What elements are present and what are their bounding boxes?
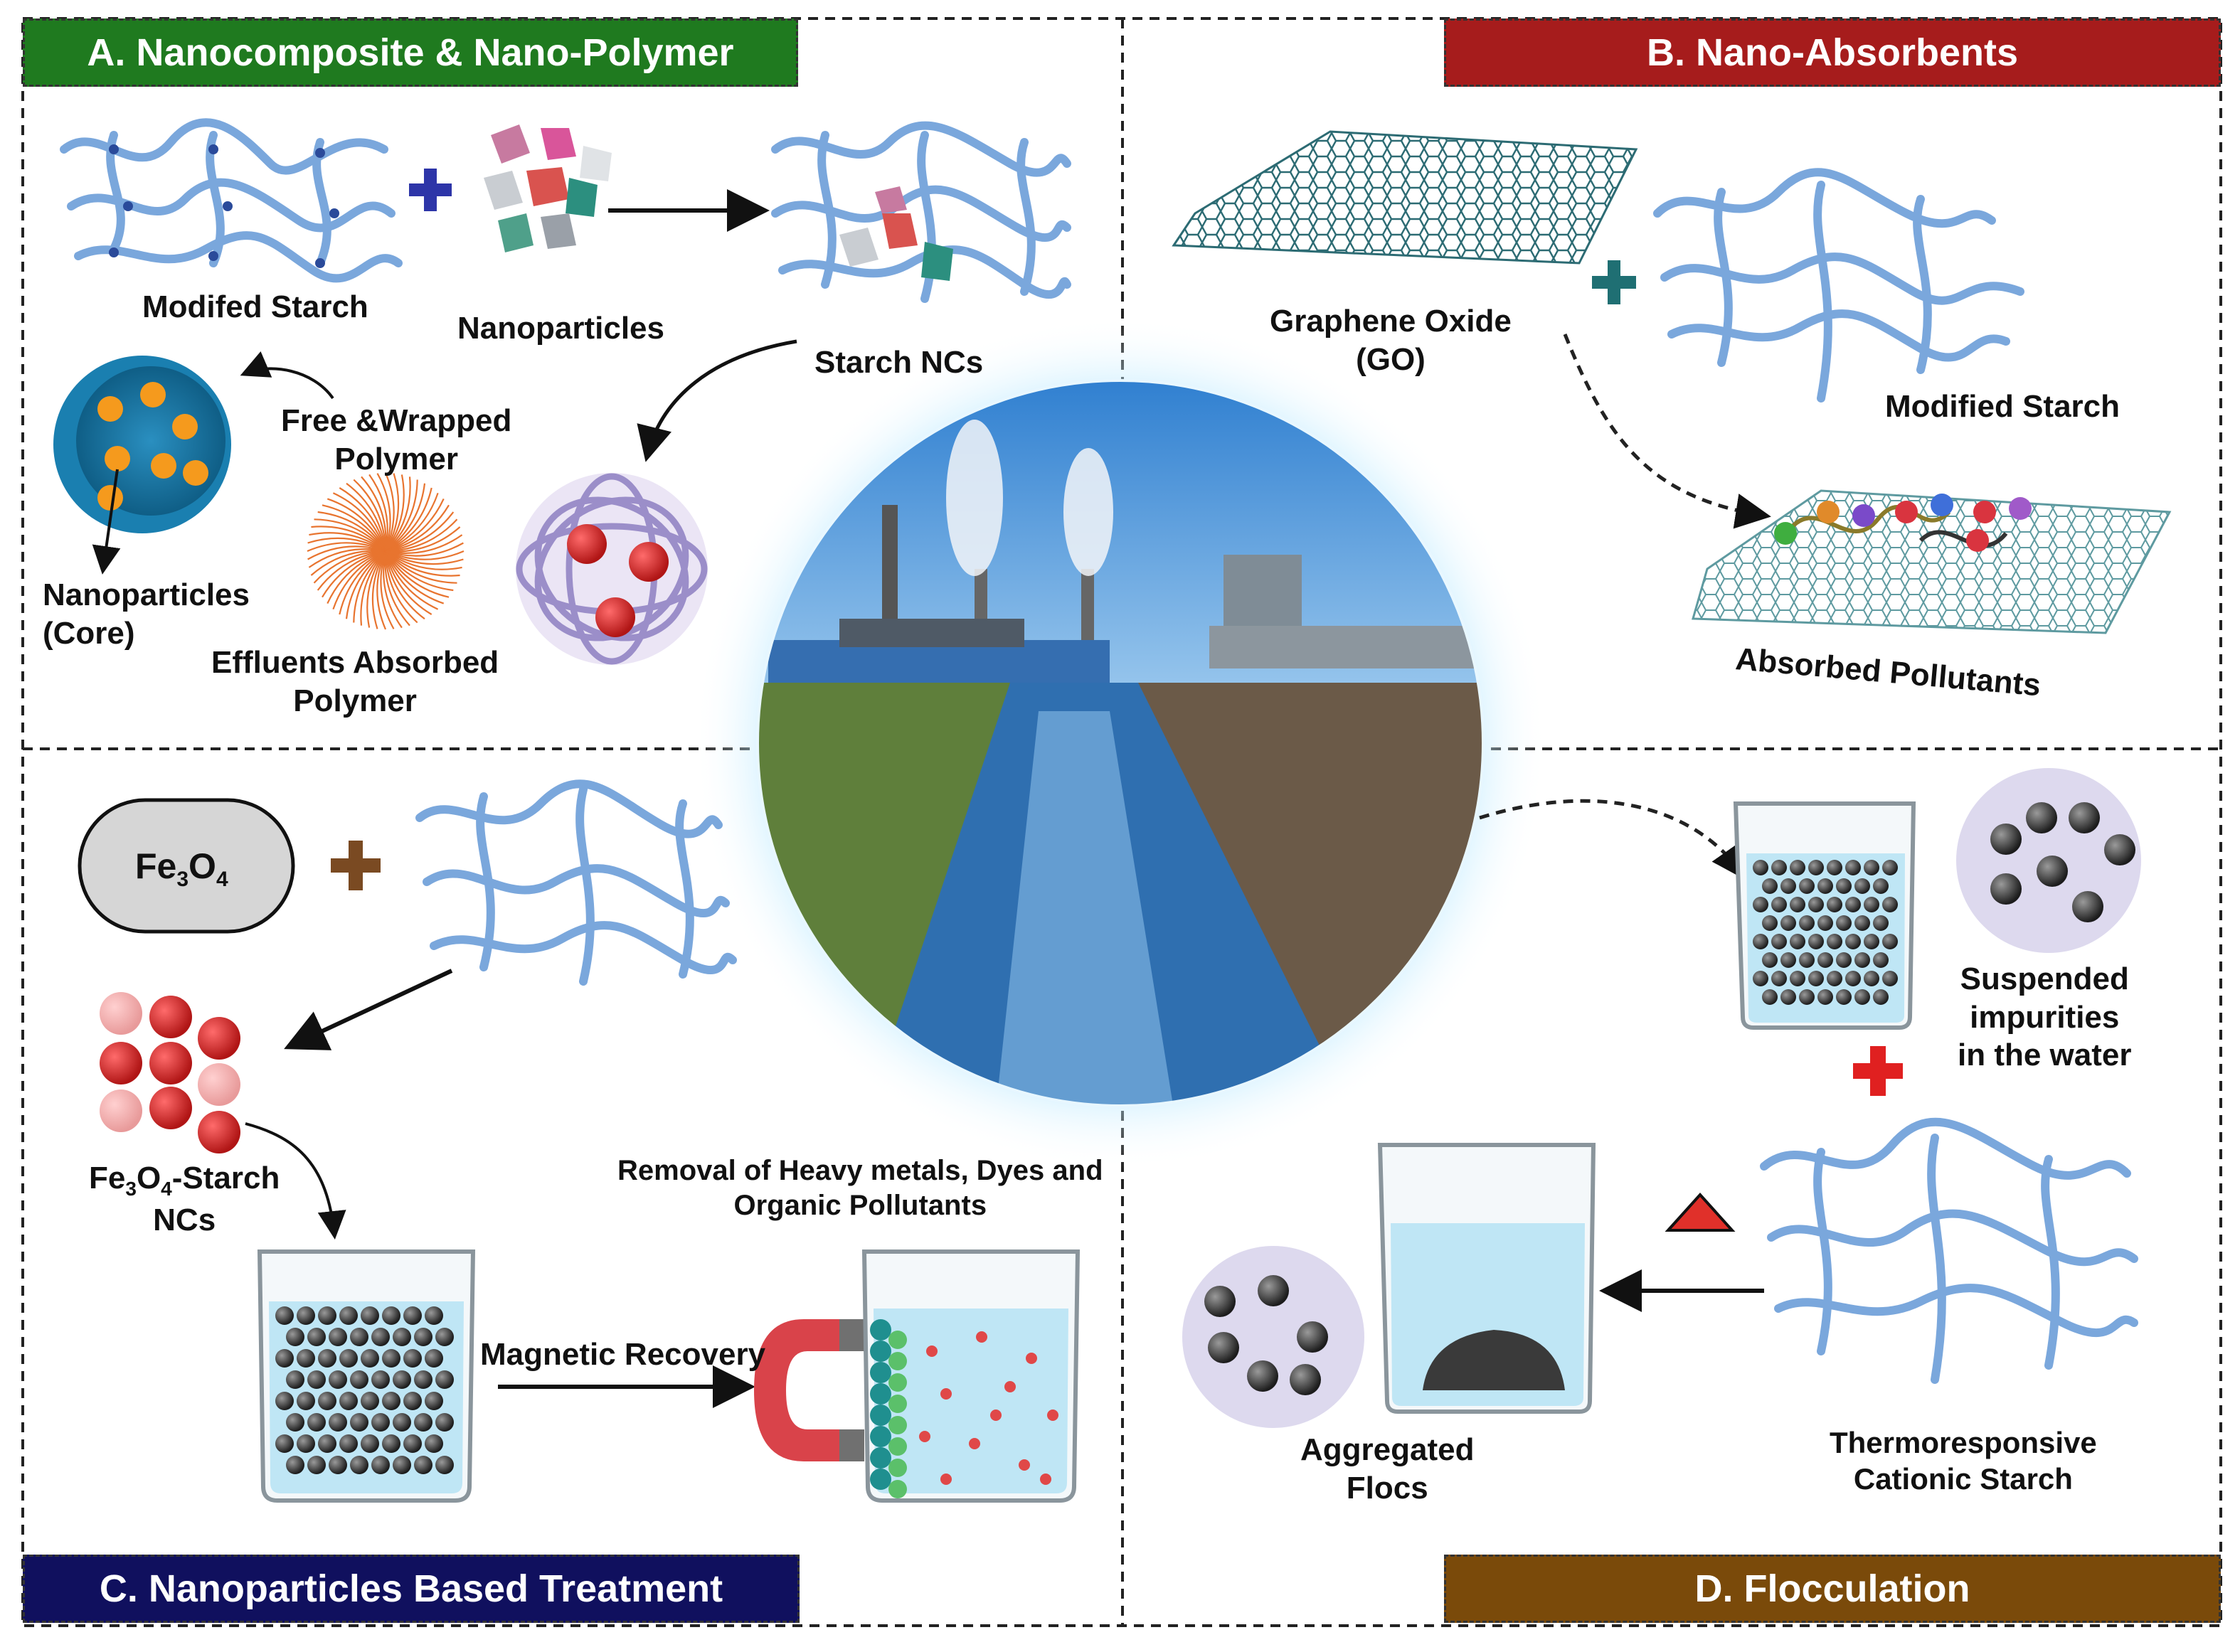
- arrow-icon: [92, 469, 121, 575]
- polymer-network-icon: [415, 779, 737, 986]
- label-ncs-line2: NCs: [153, 1202, 216, 1237]
- panel-a-artwork: [53, 118, 1071, 665]
- label-graphene-oxide: Graphene Oxide (GO): [1270, 302, 1512, 378]
- label-modified-starch-b: Modified Starch: [1885, 389, 2120, 424]
- label-aggregated-line2: Flocs: [1346, 1470, 1428, 1506]
- label-fe3o4: Fe3O4: [135, 845, 228, 893]
- arrow-icon: [637, 339, 797, 462]
- ncs-fe: Fe: [89, 1161, 126, 1195]
- label-thermo-line1: Thermoresponsive: [1830, 1426, 2097, 1459]
- fe3o4-pill: [78, 798, 295, 934]
- fe3o4-sub2: 4: [216, 868, 228, 891]
- fe3o4-o: O: [189, 846, 216, 886]
- label-free-wrapped-line1: Free &Wrapped: [281, 403, 512, 438]
- magnet-icon: [754, 1319, 864, 1461]
- label-magnetic-recovery: Magnetic Recovery: [480, 1337, 766, 1372]
- label-nanoparticles: Nanoparticles: [457, 311, 664, 346]
- panel-b-artwork: [1172, 130, 2172, 634]
- ncs-o: O: [136, 1161, 161, 1195]
- label-ncs-line1: Fe3O4-Starch: [89, 1159, 280, 1201]
- label-suspended-line2: impurities: [1970, 999, 2120, 1035]
- beaker-icon: [1377, 1143, 1596, 1414]
- ncs-sub2: 4: [161, 1177, 172, 1200]
- fe3o4-starch-particles-icon: [100, 992, 240, 1153]
- wrapped-polymer-icon: [307, 472, 465, 630]
- arrow-icon: [240, 351, 334, 400]
- arrow-icon: [245, 1122, 346, 1240]
- panel-c-artwork: [78, 779, 1081, 1503]
- plus-icon: [409, 169, 452, 211]
- label-fe3o4-starch-ncs: Fe3O4-Starch NCs: [89, 1159, 280, 1240]
- label-modified-starch-a: Modifed Starch: [142, 289, 368, 324]
- label-suspended-line1: Suspended: [1960, 961, 2129, 996]
- core-shell-particle-icon: [53, 356, 231, 533]
- fe3o4-fe: Fe: [135, 846, 177, 886]
- label-thermoresponsive: Thermoresponsive Cationic Starch: [1830, 1424, 2097, 1497]
- arrow-icon: [1479, 799, 1747, 881]
- plus-icon: [331, 841, 381, 890]
- label-core-line2: (Core): [43, 615, 135, 651]
- label-effluents: Effluents Absorbed Polymer: [211, 644, 499, 720]
- label-free-wrapped-line2: Polymer: [334, 441, 458, 476]
- label-removal-line1: Removal of Heavy metals, Dyes and: [617, 1155, 1103, 1186]
- label-starch-ncs: Starch NCs: [814, 345, 984, 380]
- graphene-sheet-icon: [1172, 130, 1638, 265]
- beaker-icon: [257, 1249, 476, 1503]
- arrow-icon: [1563, 334, 1771, 529]
- label-effluents-line2: Polymer: [293, 683, 417, 718]
- label-aggregated-line1: Aggregated: [1300, 1432, 1475, 1467]
- plus-icon: [1853, 1046, 1903, 1096]
- heat-triangle-icon: [1665, 1193, 1736, 1232]
- ncs-tail: -Starch: [171, 1161, 280, 1195]
- beaker-icon: [861, 1249, 1081, 1503]
- label-suspended-line3: in the water: [1958, 1038, 2132, 1073]
- label-thermo-line2: Cationic Starch: [1853, 1462, 2073, 1496]
- banner-a: A. Nanocomposite & Nano-Polymer: [23, 18, 798, 87]
- beaker-icon: [1733, 801, 1916, 1030]
- zoom-bubble-flocs: [1182, 1246, 1364, 1428]
- label-go-line2: (GO): [1356, 341, 1426, 377]
- banner-c: C. Nanoparticles Based Treatment: [23, 1555, 800, 1623]
- polymer-network-icon: [1653, 168, 2024, 403]
- plus-icon: [1592, 260, 1636, 304]
- label-suspended: Suspended impurities in the water: [1958, 960, 2132, 1075]
- panel-d-artwork: [1182, 768, 2141, 1428]
- label-core: Nanoparticles (Core): [43, 576, 250, 652]
- label-core-line1: Nanoparticles: [43, 577, 250, 612]
- banner-b: B. Nano-Absorbents: [1444, 18, 2221, 87]
- label-free-wrapped: Free &Wrapped Polymer: [281, 402, 511, 478]
- label-go-line1: Graphene Oxide: [1270, 304, 1512, 339]
- effluent-polymer-ball-icon: [516, 473, 708, 665]
- label-removal: Removal of Heavy metals, Dyes and Organi…: [617, 1153, 1103, 1223]
- ncs-sub1: 3: [125, 1177, 137, 1200]
- label-removal-line2: Organic Pollutants: [733, 1189, 987, 1221]
- polymer-nodes: [109, 144, 339, 268]
- banner-d: D. Flocculation: [1444, 1555, 2221, 1623]
- fe3o4-sub1: 3: [176, 868, 189, 891]
- polymer-network-icon: [1760, 1117, 2138, 1384]
- pollutant-sheet-icon: [1692, 489, 2172, 634]
- zoom-bubble-suspended: [1956, 768, 2141, 953]
- label-effluents-line1: Effluents Absorbed: [211, 645, 499, 680]
- label-aggregated: Aggregated Flocs: [1300, 1431, 1474, 1507]
- arrow-icon: [284, 969, 453, 1050]
- starch-nc-icon: [771, 121, 1071, 303]
- nanoparticle-cluster-icon: [484, 124, 612, 252]
